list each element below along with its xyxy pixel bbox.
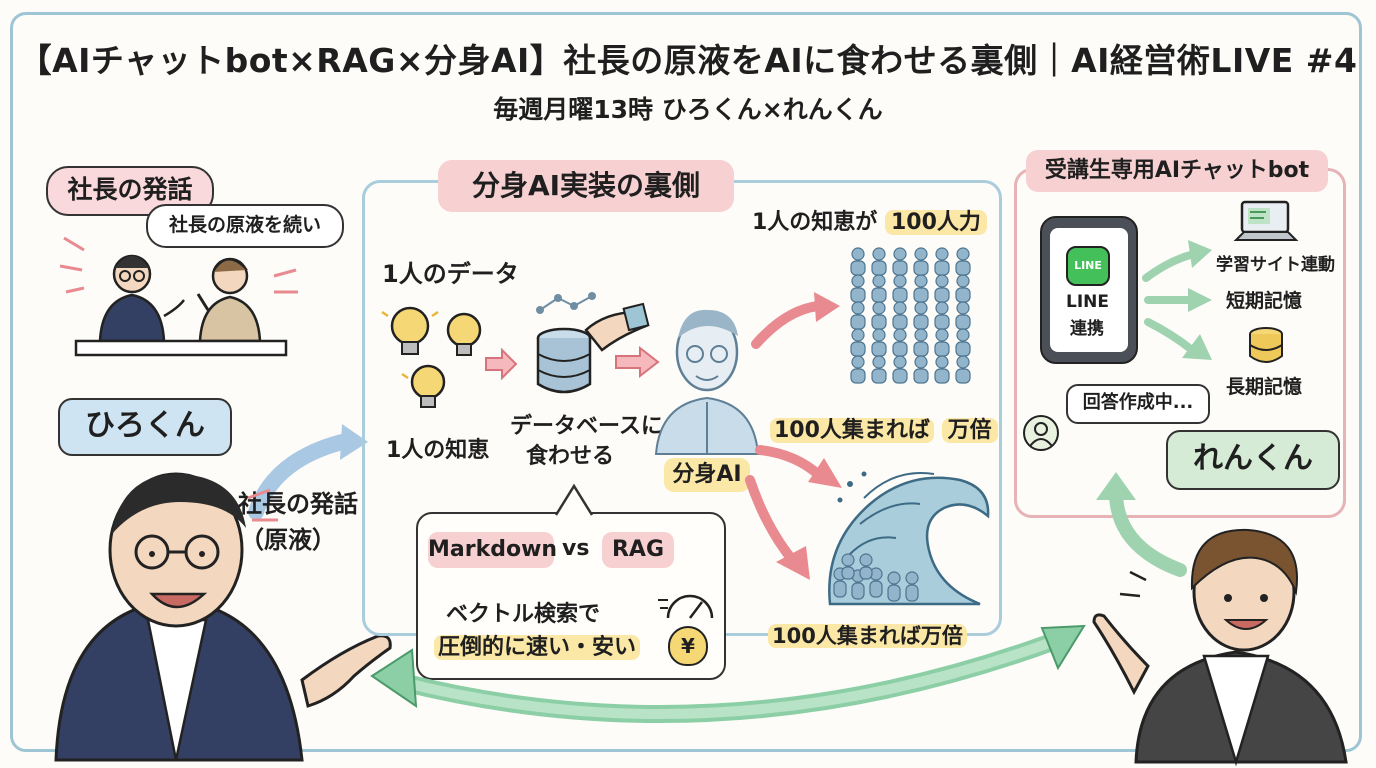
gather-highlight: 万倍 bbox=[941, 418, 998, 443]
feature-site: 学習サイト連動 bbox=[1216, 255, 1335, 275]
crowd-person bbox=[892, 328, 908, 357]
typing-text: 回答作成中... bbox=[1082, 392, 1194, 413]
crowd-person bbox=[871, 328, 887, 357]
speech-bubble-sub: 社長の原液を続い bbox=[146, 204, 344, 248]
crowd-people-icon bbox=[850, 247, 971, 384]
crowd-person bbox=[871, 274, 887, 303]
money-bag-icon: ¥ bbox=[668, 626, 708, 666]
db-label-line1: データベースに bbox=[510, 414, 663, 439]
crowd-person bbox=[871, 355, 887, 384]
db-label-line2: 食わせる bbox=[526, 444, 615, 469]
hundred-power-label: 1人の知恵が 100人力 bbox=[752, 206, 987, 240]
crowd-person bbox=[955, 301, 971, 330]
speedometer-icon bbox=[658, 594, 714, 619]
user-avatar-icon bbox=[1023, 415, 1059, 451]
gather-prefix: 100人集まれば bbox=[770, 418, 934, 443]
arrow-label-line2: （原液） bbox=[240, 526, 336, 554]
crowd-person bbox=[913, 355, 929, 384]
comparison-box-pointer bbox=[554, 483, 594, 516]
crowd-person bbox=[850, 301, 866, 330]
crowd-person bbox=[934, 355, 950, 384]
renkun-name: れんくん bbox=[1193, 441, 1313, 476]
crowd-person bbox=[934, 301, 950, 330]
feature-short: 短期記憶 bbox=[1226, 290, 1303, 312]
database-icon bbox=[536, 292, 650, 394]
line-link-line1: LINE bbox=[1066, 292, 1109, 312]
storage-icon bbox=[1249, 327, 1283, 363]
vector-line2-text: 圧倒的に速い・安い bbox=[434, 635, 641, 660]
crowd-person bbox=[955, 328, 971, 357]
crowd-person bbox=[955, 355, 971, 384]
crowd-person bbox=[871, 301, 887, 330]
crowd-person bbox=[892, 247, 908, 276]
line-app-icon: LINE bbox=[1066, 246, 1110, 286]
vector-line1: ベクトル検索で bbox=[446, 602, 601, 627]
crowd-person bbox=[892, 274, 908, 303]
vector-line2: 圧倒的に速い・安い bbox=[434, 632, 641, 664]
data-label: 1人のデータ bbox=[382, 260, 519, 288]
crowd-person bbox=[913, 301, 929, 330]
right-panel-title: 受講生専用AIチャットbot bbox=[1026, 150, 1328, 192]
page-title: 【AIチャットbot×RAG×分身AI】社長の原液をAIに食わせる裏側｜AI経営… bbox=[18, 41, 1358, 80]
gather-label: 100人集まれば 万倍 bbox=[770, 414, 998, 448]
crowd-person bbox=[913, 247, 929, 276]
clone-label-text: 分身AI bbox=[672, 462, 742, 487]
gather-bottom-label: 100人集まれば万倍 bbox=[768, 620, 967, 650]
clone-ai-portrait bbox=[654, 309, 760, 455]
speech-sub-label: 社長の原液を続い bbox=[168, 214, 321, 236]
crowd-person bbox=[871, 247, 887, 276]
arrow-phone-to-features bbox=[1142, 240, 1212, 360]
hirokun-avatar bbox=[54, 472, 392, 762]
crowd-person bbox=[913, 328, 929, 357]
line-app-text: LINE bbox=[1074, 259, 1102, 272]
crowd-person bbox=[850, 355, 866, 384]
hirokun-name: ひろくん bbox=[85, 408, 205, 443]
hirokun-name-bubble: ひろくん bbox=[58, 398, 232, 456]
renkun-avatar bbox=[1092, 528, 1348, 767]
yen-symbol: ¥ bbox=[681, 634, 695, 658]
bottom-double-arrow bbox=[370, 624, 1086, 723]
crowd-person bbox=[934, 274, 950, 303]
arrow-clone-to-bottom bbox=[745, 475, 810, 580]
arrow-clone-to-crowd bbox=[751, 292, 840, 349]
crowd-person bbox=[850, 328, 866, 357]
arrow-db-to-clone bbox=[615, 345, 660, 379]
crowd-person bbox=[934, 328, 950, 357]
outer-frame bbox=[10, 12, 1362, 752]
center-panel-title-text: 分身AI実装の裏側 bbox=[471, 169, 701, 202]
lightbulb-icon bbox=[381, 306, 518, 408]
arrow-clone-to-wave bbox=[755, 445, 842, 488]
crowd-person bbox=[892, 301, 908, 330]
renkun-name-bubble: れんくん bbox=[1166, 430, 1340, 490]
arrow-speech-to-panel bbox=[248, 424, 368, 520]
crowd-person bbox=[913, 274, 929, 303]
crowd-person bbox=[850, 274, 866, 303]
hundred-power-highlight: 100人力 bbox=[884, 210, 987, 235]
line-link-line2: 連携 bbox=[1070, 319, 1104, 339]
compare-rag-text: RAG bbox=[611, 537, 665, 562]
right-panel-title-text: 受講生専用AIチャットbot bbox=[1044, 158, 1310, 183]
compare-rag: RAG bbox=[602, 532, 674, 568]
crowd-person bbox=[955, 247, 971, 276]
center-panel-title: 分身AI実装の裏側 bbox=[438, 160, 734, 212]
gather-bottom-text: 100人集まれば万倍 bbox=[768, 624, 967, 648]
speech-label: 社長の発話 bbox=[67, 175, 193, 204]
wave-illustration bbox=[828, 471, 990, 606]
page-subtitle: 毎週月曜13時 ひろくん×れんくん bbox=[493, 95, 883, 124]
compare-markdown-text: Markdown bbox=[428, 537, 558, 562]
laptop-icon bbox=[1233, 200, 1299, 241]
typing-bubble: 回答作成中... bbox=[1066, 384, 1210, 424]
clone-label: 分身AI bbox=[664, 458, 750, 492]
arrow-renkun-to-panel bbox=[1096, 472, 1187, 577]
wisdom-label: 1人の知恵 bbox=[386, 438, 490, 463]
crowd-person bbox=[934, 247, 950, 276]
crowd-person bbox=[850, 247, 866, 276]
crowd-person bbox=[955, 274, 971, 303]
meeting-illustration bbox=[59, 236, 298, 357]
compare-markdown: Markdown bbox=[428, 532, 558, 568]
hundred-power-prefix: 1人の知恵が bbox=[752, 210, 878, 235]
crowd-person bbox=[892, 355, 908, 384]
compare-vs: vs bbox=[562, 536, 590, 561]
feature-long: 長期記憶 bbox=[1226, 376, 1303, 398]
